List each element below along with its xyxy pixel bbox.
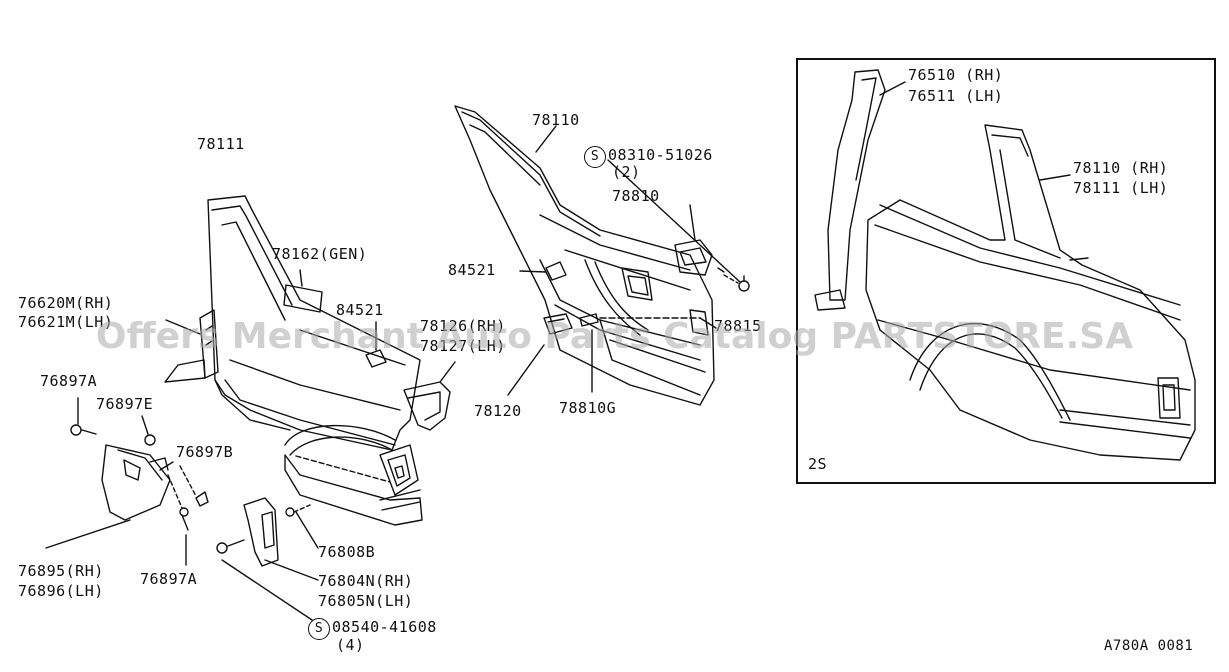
fuel-lid-78810 xyxy=(674,239,713,276)
inset-label-78110: 78110 (RH) xyxy=(1073,159,1169,177)
label-76895: 76895(RH) xyxy=(18,562,104,580)
center-panel-78110 xyxy=(454,105,715,406)
inset-label-78111: 78111 (LH) xyxy=(1073,179,1169,197)
clip-76808b xyxy=(285,507,295,517)
inset-frame xyxy=(796,58,1216,484)
label-76621m: 76621M(LH) xyxy=(18,313,114,331)
inset-label-76510: 76510 (RH) xyxy=(908,66,1004,84)
label-78810: 78810 xyxy=(612,187,660,205)
label-76897b: 76897B xyxy=(176,443,234,461)
label-78110: 78110 xyxy=(532,111,580,129)
label-84521-front: 84521 xyxy=(336,301,384,319)
label-78111: 78111 xyxy=(197,135,245,153)
label-strip-78162 xyxy=(283,284,323,313)
screw-76897a-top xyxy=(70,424,82,436)
clip-76897b xyxy=(195,491,209,507)
label-08310-number: 08310-51026 xyxy=(608,146,713,164)
label-76897e: 76897E xyxy=(96,395,154,413)
label-08540-qty: (4) xyxy=(336,636,365,654)
label-78127: 78127(LH) xyxy=(420,337,506,355)
label-76896: 76896(LH) xyxy=(18,582,104,600)
inset-panel-drawing xyxy=(814,69,1196,461)
label-08540-number: 08540-41608 xyxy=(332,618,437,636)
label-08310-qty: (2) xyxy=(612,163,641,181)
label-78120: 78120 xyxy=(474,402,522,420)
label-78162: 78162(GEN) xyxy=(272,245,368,263)
label-78126: 78126(RH) xyxy=(420,317,506,335)
opener-78120 xyxy=(543,313,573,335)
mud-flap-76895 xyxy=(101,444,171,521)
label-76620m: 76620M(RH) xyxy=(18,294,114,312)
label-76805n: 76805N(LH) xyxy=(318,592,414,610)
screw-symbol-icon: S xyxy=(584,146,606,168)
label-76897a-bottom: 76897A xyxy=(140,570,198,588)
bracket-76620 xyxy=(164,309,219,383)
screw-symbol-icon: S xyxy=(308,618,330,640)
inset-tag: 2S xyxy=(808,455,828,473)
screw-08540 xyxy=(216,542,228,554)
bracket-76804 xyxy=(243,497,279,567)
label-78810g: 78810G xyxy=(559,399,617,417)
screw-08310 xyxy=(738,280,750,292)
screw-76897a-bottom xyxy=(181,514,189,531)
label-78815: 78815 xyxy=(714,317,762,335)
quarter-panel-78111 xyxy=(207,195,423,526)
watermark: Offers Merchant Auto Parts Catalog PARTS… xyxy=(95,316,1134,357)
label-76808b: 76808B xyxy=(318,543,376,561)
cable-78810g xyxy=(579,313,599,327)
inset-label-76511: 76511 (LH) xyxy=(908,87,1004,105)
bracket-78126 xyxy=(403,381,451,431)
screw-76897e xyxy=(144,434,156,446)
label-76897a-top: 76897A xyxy=(40,372,98,390)
label-84521-center: 84521 xyxy=(448,261,496,279)
bracket-84521-front xyxy=(365,349,387,368)
label-76804n: 76804N(RH) xyxy=(318,572,414,590)
bracket-84521-center xyxy=(545,261,567,281)
diagram-code: A780A 0081 xyxy=(1104,638,1194,654)
